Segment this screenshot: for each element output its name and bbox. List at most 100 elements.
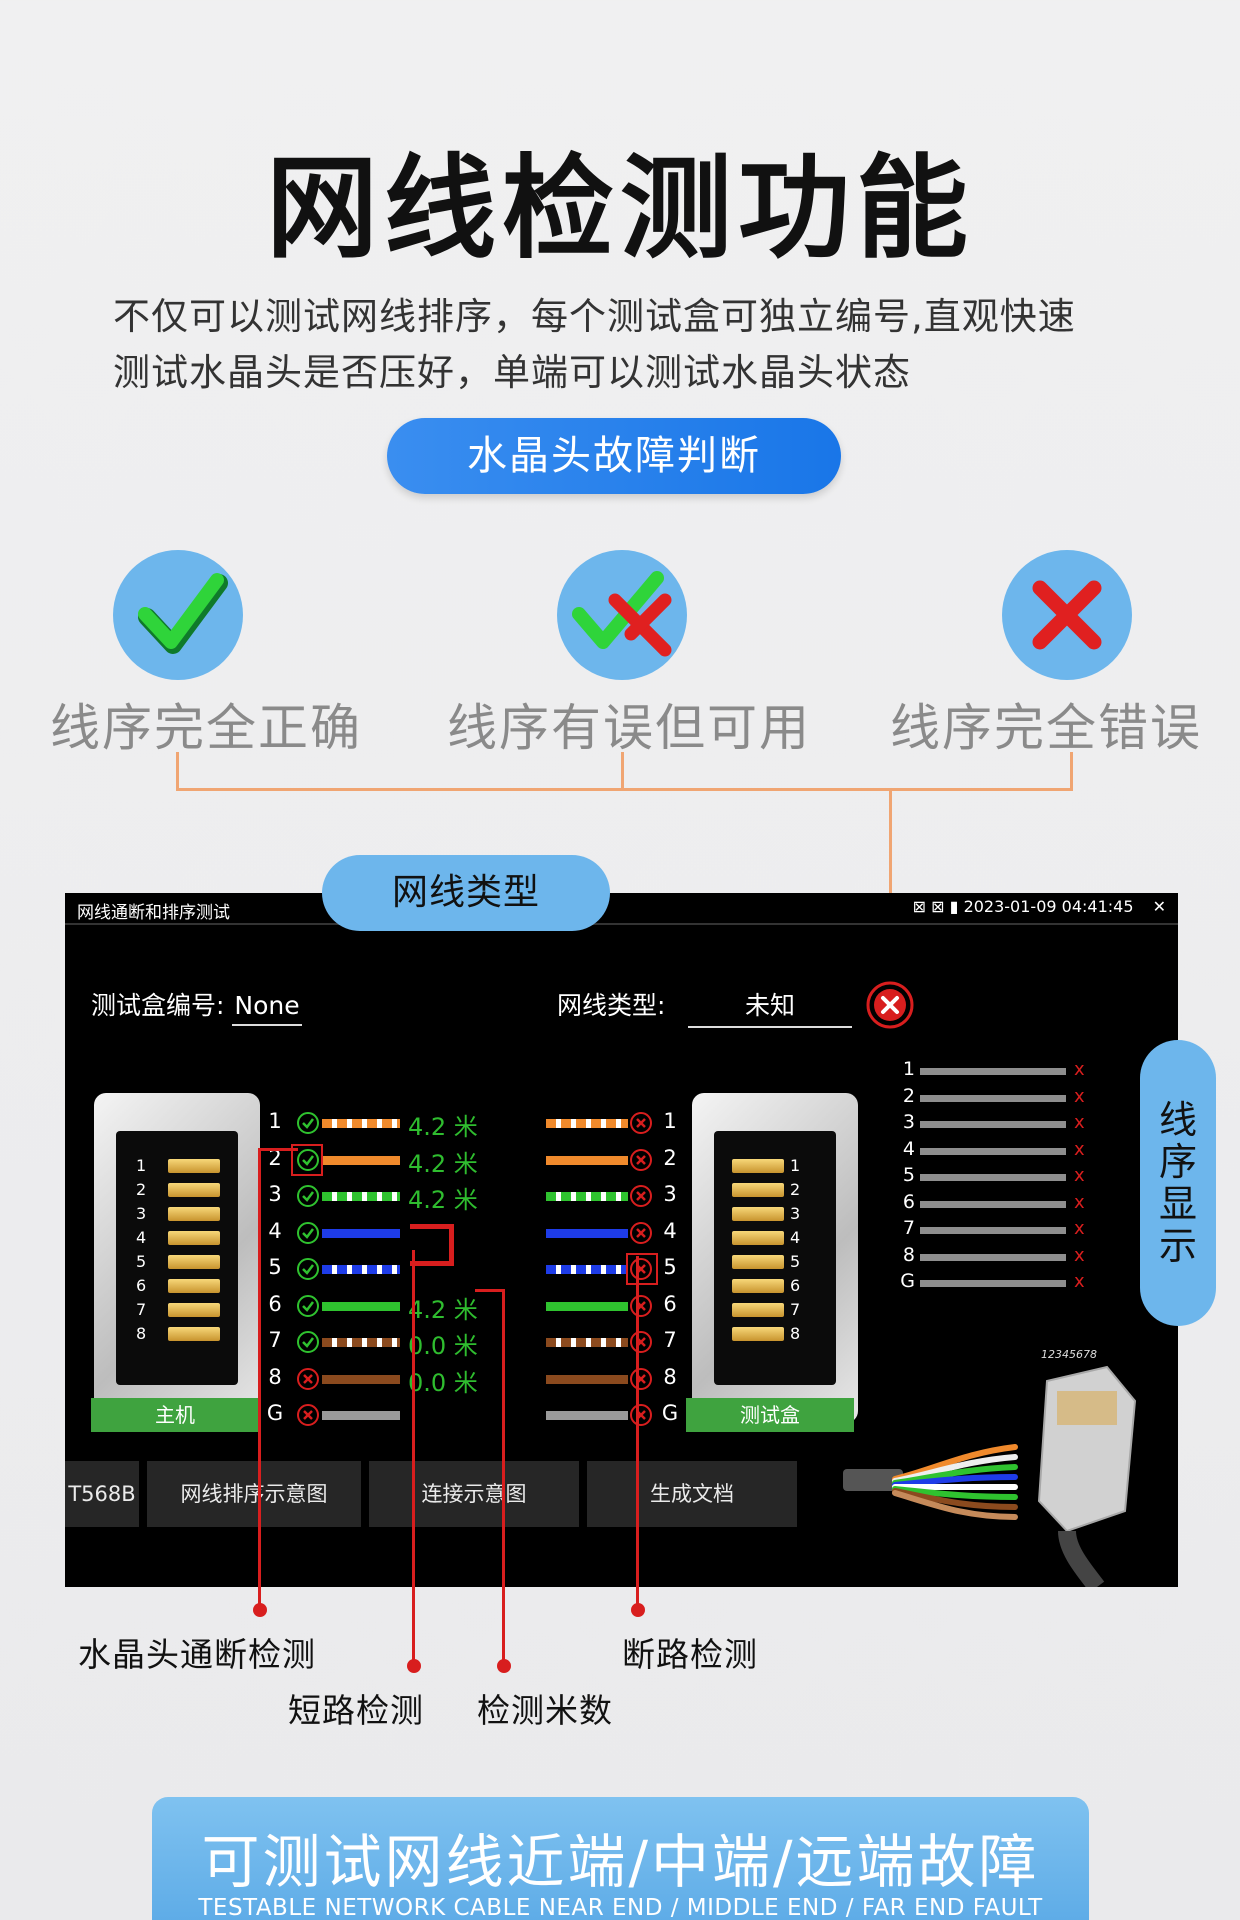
fail-icon [297,1367,319,1390]
wire-map-number: 5 [902,1164,915,1186]
wire-left [322,1155,400,1165]
cable-type-pill: 网线类型 [322,855,610,931]
annotation-dot [253,1603,267,1617]
fail-icon [630,1404,652,1426]
status-label-usable: 线序有误但可用 [447,699,811,757]
connection-diagram-button[interactable]: 连接示意图 [369,1461,579,1527]
wire-map-fail-icon: x [1074,1112,1085,1133]
short-circuit-bracket [410,1224,454,1266]
contact-number: 5 [136,1252,147,1271]
contact-number: 8 [136,1324,147,1343]
check-icon [113,550,243,680]
wire-map-fail-icon: x [1074,1138,1085,1160]
contact-number: 4 [136,1228,147,1247]
standard-button[interactable]: T568B [65,1461,139,1527]
close-icon[interactable]: ✕ [1152,897,1166,916]
annotation-line [258,1148,298,1151]
wire-right [546,1265,628,1274]
wire-map-bar [920,1200,1066,1208]
check-cross-icon [557,550,687,680]
pass-icon [297,1185,319,1207]
pass-icon [297,1221,319,1244]
page-title: 网线检测功能 [266,144,974,274]
wire-right [546,1411,628,1420]
contact-pin [168,1183,220,1197]
wire-order-diagram-button[interactable]: 网线排序示意图 [147,1461,361,1527]
pin-label-right: 6 [663,1291,677,1316]
box-id-value[interactable]: None [232,991,302,1026]
fail-icon [630,1331,652,1353]
annotation-crystal-head: 水晶头通断检测 [78,1635,316,1674]
divider [65,923,1178,925]
connector-line [621,752,624,790]
contact-pin [168,1255,220,1269]
box-id-field: 测试盒编号: None [91,986,302,1026]
box-id-label: 测试盒编号: [91,991,225,1020]
error-icon [866,981,914,1029]
no-wifi-icon: ⊠ [931,897,945,916]
fail-icon [297,1404,319,1426]
distance-readout: 0.0 米 [408,1332,478,1360]
annotation-line [475,1289,505,1292]
generate-report-button[interactable]: 生成文档 [587,1461,797,1527]
contact-pin [732,1207,784,1221]
status-label-correct: 线序完全正确 [50,699,362,757]
distance-readout: 0.0 米 [408,1368,478,1397]
connector-line [176,752,179,790]
wire-map-fail-icon: x [1074,1165,1085,1186]
contact-pin [732,1231,784,1245]
pin-label-right: G [661,1401,679,1425]
annotation-line [636,1256,639,1608]
wire-map-fail-icon: x [1074,1085,1085,1107]
wire-left [322,1228,400,1238]
wire-map-fail-icon: x [1074,1191,1085,1213]
wire-map-number: 1 [902,1058,915,1080]
distance-readout: 4.2 米 [408,1149,478,1178]
pin-label-left: 5 [268,1255,282,1279]
contact-pin [168,1159,220,1173]
annotation-dot [497,1659,511,1673]
contact-number: 6 [790,1276,801,1295]
contact-pin [168,1231,220,1245]
host-button[interactable]: 主机 [91,1398,259,1432]
contact-pin [732,1255,784,1269]
annotation-open: 断路检测 [622,1635,758,1674]
footer-banner: 可测试网线近端/中端/远端故障 TESTABLE NETWORK CABLE N… [152,1797,1089,1920]
status-bar: ⊠ ⊠ ▮ 2023-01-09 04:41:45 ✕ [913,897,1166,916]
tester-button[interactable]: 测试盒 [686,1398,854,1432]
pin-label-left: 4 [268,1218,282,1243]
fail-icon [630,1148,652,1171]
wire-map-bar [920,1227,1066,1234]
wire-right [546,1228,628,1238]
footer-subtitle: TESTABLE NETWORK CABLE NEAR END / MIDDLE… [198,1895,1043,1920]
contact-pin [168,1279,220,1293]
pin-label-right: 1 [663,1109,677,1133]
pin-label-left: 3 [268,1182,282,1206]
wire-map-number: G [900,1270,915,1292]
annotation-dot [631,1603,645,1617]
contact-pin [168,1327,220,1341]
wire-map-fail-icon: x [1074,1218,1085,1239]
annotation-line [502,1289,505,1664]
cable-type-label: 网线类型: [557,991,666,1020]
pin-label-left: G [266,1401,284,1425]
contact-pin [732,1183,784,1197]
connector-line [176,788,1073,791]
wire-map-fail-icon: x [1074,1059,1085,1080]
description-line-1: 不仅可以测试网线排序，每个测试盒可独立编号,直观快速 [113,295,1076,338]
wire-left [322,1301,400,1311]
annotation-line [258,1148,261,1608]
status-label-wrong: 线序完全错误 [890,699,1202,757]
cross-icon [1002,550,1132,680]
wire-map-number: 7 [902,1217,915,1239]
wire-left [322,1119,400,1128]
contact-number: 1 [136,1156,147,1175]
pass-icon [297,1331,319,1353]
wire-right [546,1192,628,1201]
distance-readout: 4.2 米 [408,1113,478,1141]
wire-right [546,1119,628,1128]
